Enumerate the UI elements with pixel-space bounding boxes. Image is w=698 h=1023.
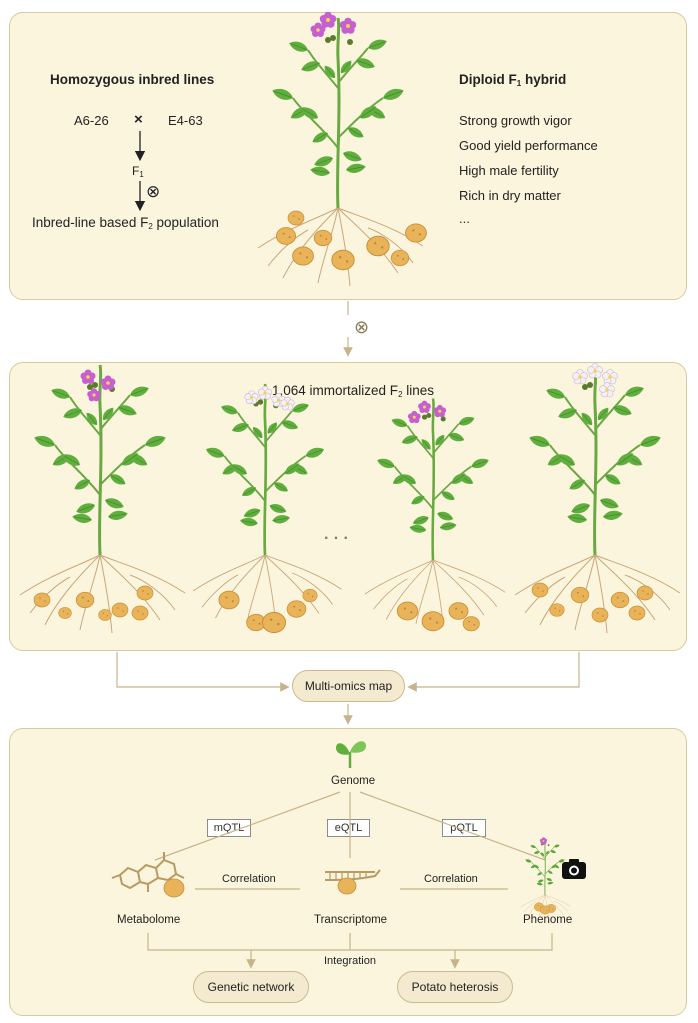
trait-item: ... — [459, 211, 470, 226]
parent-b-label: E4-63 — [168, 113, 203, 128]
correlation-right-label: Correlation — [424, 873, 478, 885]
genetic-network-node: Genetic network — [193, 971, 309, 1003]
genome-label: Genome — [331, 775, 376, 787]
camera-icon — [562, 859, 586, 879]
cross-symbol: × — [134, 111, 143, 128]
trait-item: Strong growth vigor — [459, 113, 572, 128]
mqtl-box: mQTL — [207, 819, 251, 837]
selfing-symbol-between: ⊗ — [354, 317, 370, 337]
metabolome-label: Metabolome — [117, 914, 181, 926]
eqtl-box: eQTL — [327, 819, 370, 837]
f2-plant-4 — [515, 363, 680, 634]
correlation-left-label: Correlation — [222, 873, 276, 885]
hybrid-heading: Diploid F1 hybrid — [459, 72, 567, 88]
transcriptome-label: Transcriptome — [314, 914, 388, 926]
trait-item: Rich in dry matter — [459, 188, 561, 203]
potato-heterosis-node: Potato heterosis — [397, 971, 513, 1003]
f2-lines-title: 1,064 immortalized F2 lines — [272, 383, 435, 399]
trait-item: Good yield performance — [459, 138, 598, 153]
connector-right — [407, 652, 580, 692]
f2-plant-2 — [193, 384, 342, 634]
connector-left — [116, 652, 290, 692]
f1-label: F1 — [132, 164, 144, 179]
inbred-lines-heading: Homozygous inbred lines — [50, 72, 215, 87]
selfing-symbol-top: ⊗ — [146, 182, 161, 201]
genome-branches — [154, 791, 546, 861]
f2-plant-1 — [20, 365, 185, 633]
multi-omics-map-node: Multi-omics map — [292, 670, 405, 702]
trait-item: High male fertility — [459, 163, 559, 178]
metabolite-structure-icon — [111, 852, 185, 898]
more-lines-ellipsis: · · · — [324, 530, 349, 547]
seedling-icon — [336, 741, 366, 768]
rna-strand-icon — [324, 869, 381, 895]
integration-label: Integration — [324, 955, 376, 967]
pqtl-box: pQTL — [442, 819, 486, 837]
phenome-label: Phenome — [523, 914, 573, 926]
f2-plant-3 — [365, 399, 505, 632]
parent-a-label: A6-26 — [74, 113, 109, 128]
f2-population-label: Inbred-line based F2 population — [32, 215, 219, 231]
f1-hybrid-plant — [258, 11, 428, 286]
